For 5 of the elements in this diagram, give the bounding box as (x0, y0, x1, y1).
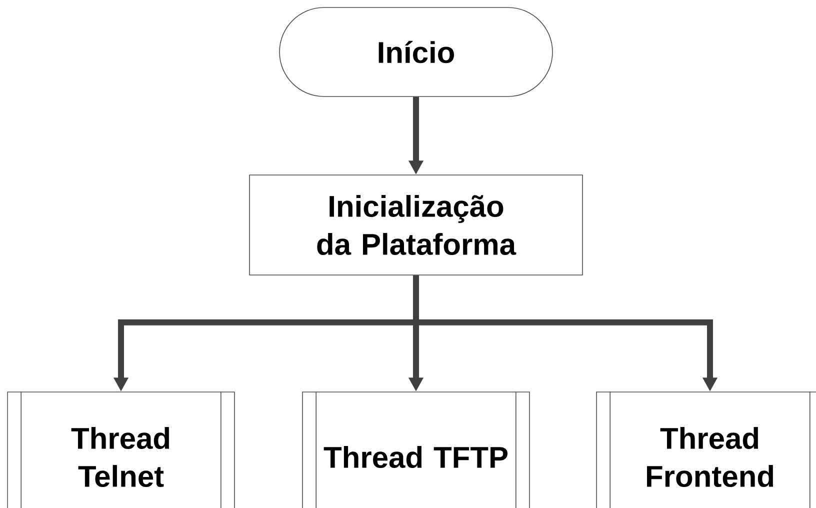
start-terminal: Início (279, 7, 553, 97)
subroutine-box: Thread TFTP (302, 391, 530, 508)
subroutine-box: Thread Telnet (7, 391, 235, 508)
subroutine-box: Thread Frontend (596, 391, 816, 508)
process-box: Inicialização da Plataforma (249, 174, 583, 276)
